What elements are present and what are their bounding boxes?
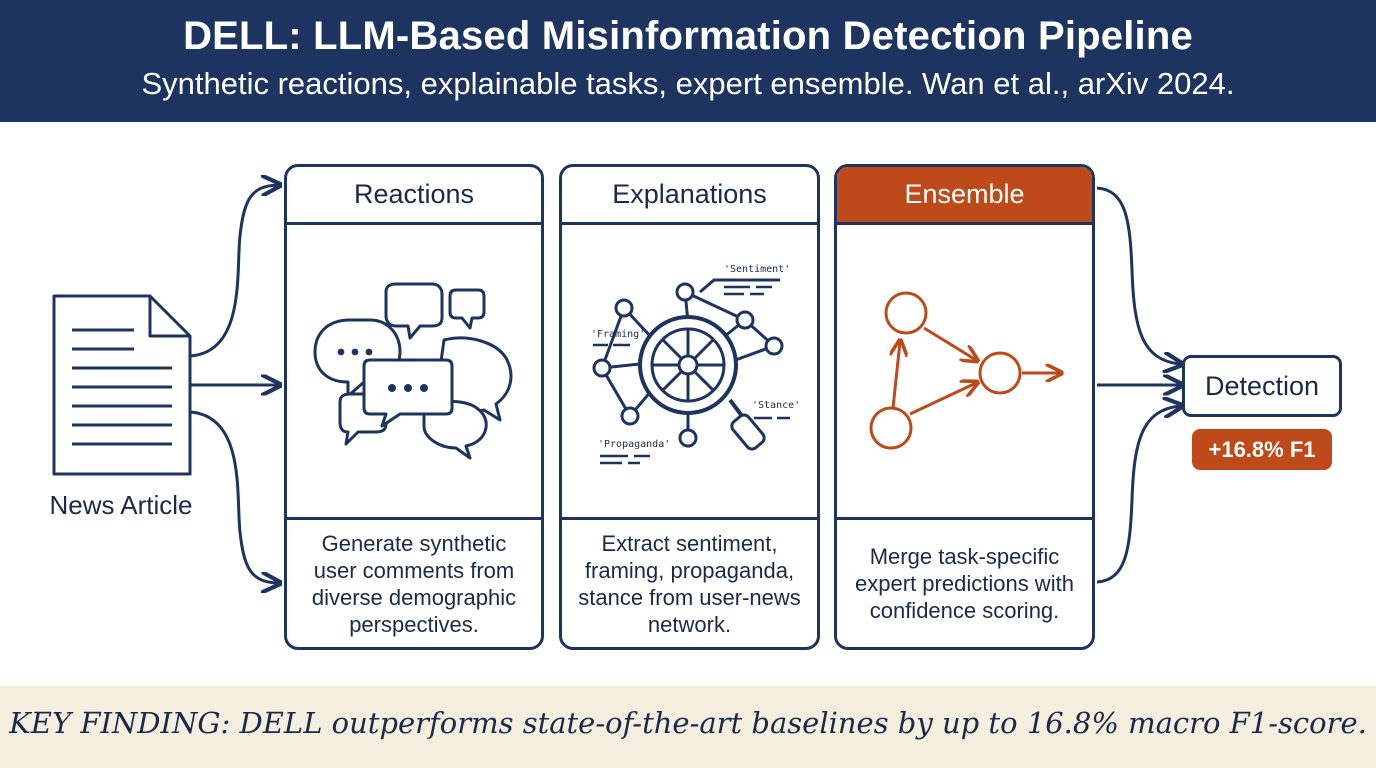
detection-output: Detection: [1182, 355, 1342, 417]
stage-reactions: Reactions Generate synthetic user commen…: [284, 164, 544, 650]
f1-gain-badge: +16.8% F1: [1192, 429, 1332, 470]
connector-top-to-detection: [1096, 186, 1180, 364]
stage-ensemble-title: Ensemble: [837, 167, 1092, 225]
page-title: DELL: LLM-Based Misinformation Detection…: [183, 14, 1193, 58]
chat-bubbles-icon: [313, 282, 513, 460]
ensemble-graph-icon: [869, 291, 1060, 450]
header-banner: DELL: LLM-Based Misinformation Detection…: [0, 0, 1376, 122]
connector-bottom-to-detection: [1096, 406, 1180, 584]
tag-propaganda: 'Propaganda': [598, 439, 670, 450]
chat-bubble-top: [384, 282, 444, 340]
key-finding: KEY FINDING: DELL outperforms state-of-t…: [9, 706, 1367, 740]
stage-explanations-description: Extract sentiment, framing, propaganda, …: [562, 517, 817, 647]
stage-ensemble-description: Merge task-specific expert predictions w…: [837, 517, 1092, 647]
tag-stance: 'Stance': [752, 400, 800, 411]
connector-to-reactions-bottom: [189, 410, 278, 583]
chat-dots: [337, 348, 428, 392]
page-subtitle: Synthetic reactions, explainable tasks, …: [141, 66, 1235, 101]
network-nodes: [592, 282, 784, 448]
stage-ensemble: Ensemble Merge task-specific expert pred…: [834, 164, 1095, 650]
tag-sentiment: 'Sentiment': [724, 264, 790, 275]
tag-dashes: [593, 285, 790, 465]
stage-explanations-title: Explanations: [562, 167, 817, 225]
news-article-label: News Article: [49, 490, 193, 520]
output-connectors: [1096, 186, 1180, 584]
news-article-icon: [52, 294, 192, 476]
connector-to-reactions-top: [189, 185, 278, 358]
chat-bubble-front: [362, 358, 454, 428]
stage-reactions-description: Generate synthetic user comments from di…: [287, 517, 541, 647]
explanation-network-icon: [600, 278, 780, 451]
input-connectors: [189, 185, 278, 583]
footer-banner: KEY FINDING: DELL outperforms state-of-t…: [0, 686, 1376, 768]
stage-reactions-title: Reactions: [287, 167, 541, 225]
chat-bubble-small-top-right: [448, 288, 486, 330]
tag-framing: 'Framing': [591, 329, 645, 340]
